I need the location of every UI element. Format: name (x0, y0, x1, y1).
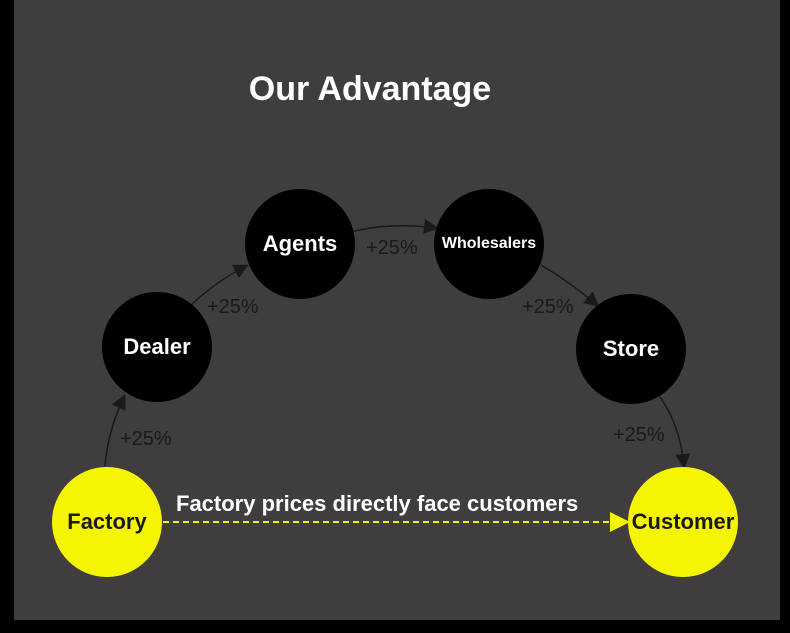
arrow-factory-dealer (104, 394, 126, 467)
node-wholesalers: Wholesalers (434, 189, 544, 299)
markup-wholesalers-store: +25% (522, 296, 574, 318)
node-customer: Customer (628, 467, 738, 577)
markup-factory-dealer: +25% (120, 428, 172, 450)
markup-dealer-agents: +25% (207, 296, 259, 318)
diagram-title: Our Advantage (248, 70, 492, 108)
arrow-store-customer (659, 396, 691, 469)
direct-price-caption: Factory prices directly face customers (176, 491, 579, 516)
node-factory: Factory (52, 467, 162, 577)
node-agents: Agents (245, 189, 355, 299)
arrow-agents-wholesalers (350, 219, 439, 234)
arrow-dealer-agents (189, 264, 249, 307)
arrow-wholesalers-store (540, 264, 600, 307)
markup-agents-wholesalers: +25% (366, 237, 418, 259)
node-dealer: Dealer (102, 292, 212, 402)
markup-store-customer: +25% (613, 424, 665, 446)
node-store: Store (576, 294, 686, 404)
